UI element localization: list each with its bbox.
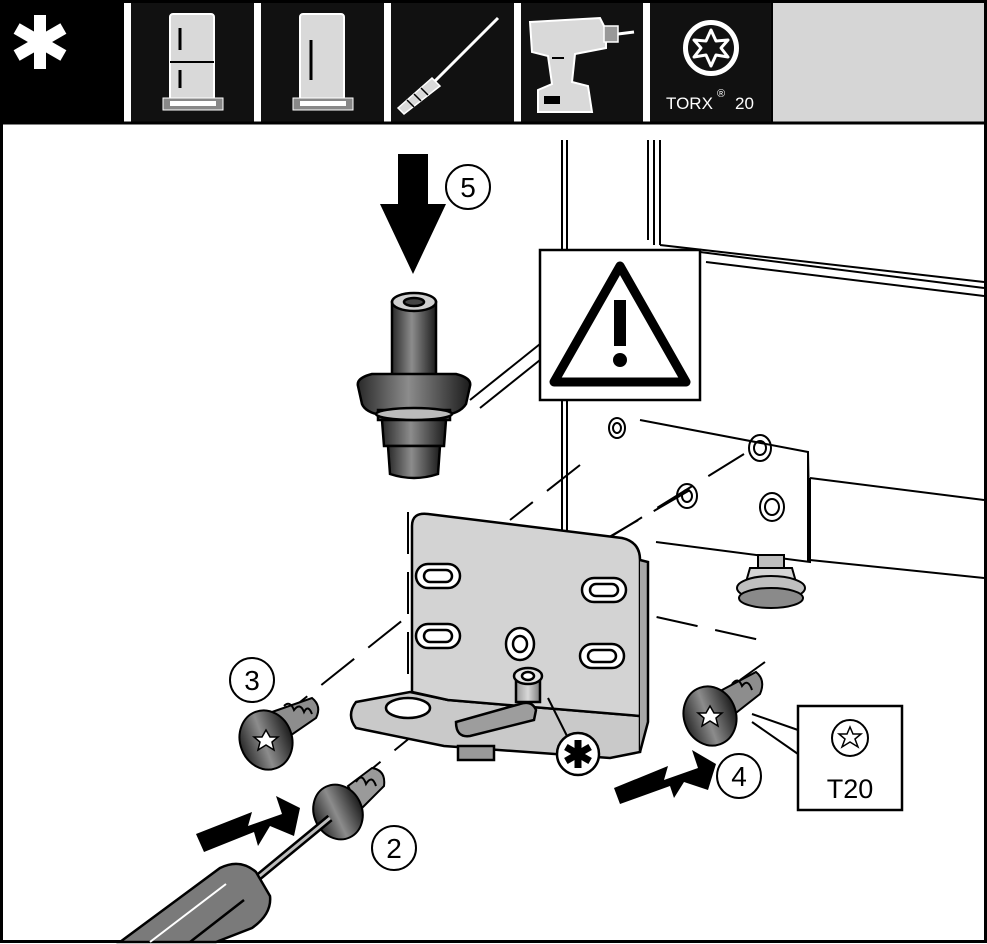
toolbar-item-fridge-combi	[131, 3, 254, 123]
tall-fridge-icon	[292, 13, 354, 111]
step-number-4: 4	[731, 761, 747, 792]
arrow-down-icon	[380, 154, 446, 274]
toolbar-item-torx: TORX ® 20	[650, 3, 771, 123]
toolbar-item-fridge-tall	[261, 3, 384, 123]
step-badge-5: 5	[445, 164, 491, 210]
fridge-freezer-icon	[162, 13, 224, 111]
torx-star-icon	[251, 728, 281, 752]
screwdriver-tool	[116, 814, 333, 944]
step-badge-2: 2	[371, 825, 417, 871]
arrow-push-right-icon	[614, 750, 716, 804]
torx-size: 20	[735, 94, 754, 113]
screw-3	[238, 696, 320, 771]
torx-bit-icon	[683, 20, 739, 76]
warning-triangle-icon	[549, 261, 691, 387]
toolbar-item-drill	[521, 3, 643, 123]
step-number-3: 3	[244, 665, 260, 696]
cordless-drill-icon	[528, 16, 635, 113]
screw-4	[682, 670, 764, 747]
toolbar-item-special	[13, 15, 67, 69]
torx-star-icon	[831, 719, 869, 757]
toolbar: TORX ® 20	[3, 3, 984, 123]
toolbar-empty-slot	[773, 3, 984, 123]
torx-callout-label: T20	[827, 774, 874, 804]
torx-callout: T20	[751, 704, 904, 812]
special-marker	[547, 697, 601, 777]
step-badge-3: 3	[229, 657, 275, 703]
step-number-5: 5	[460, 172, 476, 203]
arrow-push-left-icon	[196, 796, 300, 852]
torx-registered: ®	[717, 88, 725, 100]
warning-callout	[469, 248, 702, 409]
step-badge-4: 4	[716, 753, 762, 799]
step-number-2: 2	[386, 833, 402, 864]
hinge-pin	[356, 291, 472, 480]
asterisk-icon	[564, 740, 592, 768]
asterisk-icon	[13, 15, 67, 69]
torx-label: TORX	[666, 94, 713, 113]
adjustable-foot	[736, 554, 806, 609]
toolbar-item-screwdriver	[391, 3, 514, 123]
screwdriver-icon	[396, 16, 500, 115]
